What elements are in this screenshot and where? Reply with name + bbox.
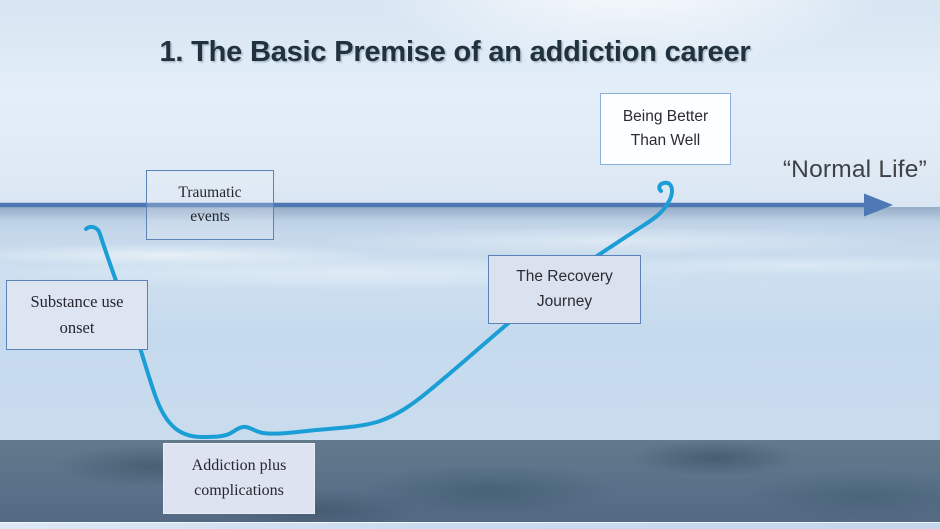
callout-substance-use-onset: Substance use onset — [6, 280, 148, 350]
sky-background — [0, 0, 940, 207]
callout-traumatic-events: Traumatic events — [146, 170, 274, 240]
callout-line: Substance use — [30, 292, 124, 312]
callout-line: events — [190, 208, 230, 225]
callout-being-better-than-well: Being Better Than Well — [600, 93, 731, 165]
axis-arrowhead-icon — [864, 193, 893, 217]
normal-life-label: “Normal Life” — [782, 156, 927, 183]
callout-line: Being Better — [622, 107, 709, 125]
callout-line: Addiction plus — [191, 456, 287, 474]
addiction-journey-curve — [84, 180, 674, 439]
callout-line: The Recovery — [516, 268, 613, 286]
seabed-background — [0, 440, 940, 522]
callout-recovery-journey: The Recovery Journey — [488, 255, 641, 324]
callout-line: Traumatic — [178, 183, 242, 201]
callout-line: complications — [194, 481, 284, 499]
callout-addiction-plus-complications: Addiction plus complications — [163, 443, 315, 514]
slide-title: 1. The Basic Premise of an addiction car… — [159, 36, 751, 68]
callout-line: onset — [59, 318, 95, 337]
callout-line: Journey — [536, 292, 593, 310]
callout-line: Than Well — [630, 132, 701, 149]
footer-strip — [0, 522, 940, 529]
